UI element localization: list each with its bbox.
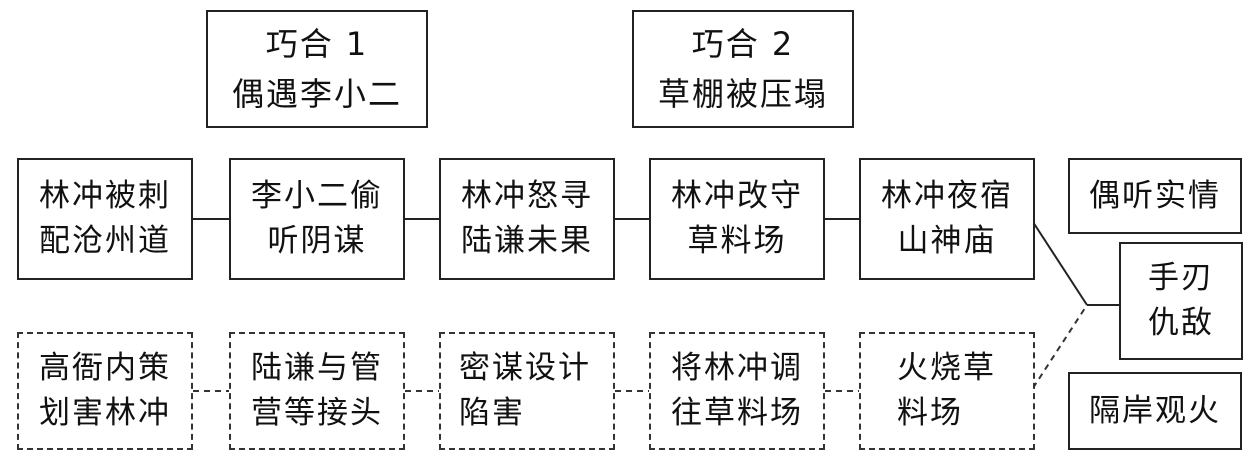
hidden-box-4-text: 将林冲调往草料场 <box>671 346 803 436</box>
box-line: 巧合 1 <box>265 25 369 63</box>
main-box-1-text: 林冲被刺配沧州道 <box>39 174 171 264</box>
main-to-outcome-line <box>1032 221 1088 306</box>
box-line: 料场 <box>897 395 963 431</box>
box-line: 划害林冲 <box>39 395 171 431</box>
hidden-box-5: 火烧草料场 <box>859 332 1035 450</box>
main-box-3-text: 林冲怒寻陆谦未果 <box>461 174 593 264</box>
hidden-box-5-text: 火烧草料场 <box>897 346 996 436</box>
box-line: 陆谦未果 <box>461 223 593 259</box>
outcome-middle-box: 手刃仇敌 <box>1119 242 1243 360</box>
coincidence-box-1: 巧合 1 偶遇李小二 <box>206 10 428 128</box>
hidden-box-1-text: 高衙内策划害林冲 <box>39 346 171 436</box>
outcome-middle-text: 手刃仇敌 <box>1148 256 1214 346</box>
main-box-5: 林冲夜宿山神庙 <box>859 158 1035 280</box>
coincidence-box-2-text: 巧合 2 草棚被压塌 <box>658 19 828 119</box>
main-box-2: 李小二偷听阴谋 <box>229 158 405 280</box>
outcome-top-text: 偶听实情 <box>1089 174 1221 219</box>
outcome-bottom-text: 隔岸观火 <box>1089 389 1221 434</box>
hidden-box-2-text: 陆谦与管营等接头 <box>251 346 383 436</box>
box-line: 草棚被压塌 <box>657 75 828 113</box>
main-box-2-text: 李小二偷听阴谋 <box>251 174 383 264</box>
coincidence-box-2: 巧合 2 草棚被压塌 <box>632 10 854 128</box>
box-line: 山神庙 <box>897 223 997 259</box>
box-line: 李小二偷 <box>251 178 383 214</box>
box-line: 草料场 <box>687 223 787 259</box>
box-line: 火烧草 <box>897 350 996 386</box>
box-line: 林冲怒寻 <box>461 178 593 214</box>
box-line: 巧合 2 <box>691 25 795 63</box>
box-line: 陆谦与管 <box>251 350 383 386</box>
box-line: 营等接头 <box>251 395 383 431</box>
box-line: 听阴谋 <box>267 223 367 259</box>
box-line: 将林冲调 <box>671 350 803 386</box>
box-line: 林冲被刺 <box>39 178 171 214</box>
box-line: 仇敌 <box>1148 305 1214 341</box>
main-box-4: 林冲改守草料场 <box>649 158 825 280</box>
box-line: 偶遇李小二 <box>231 75 402 113</box>
box-line: 陷害 <box>459 395 525 431</box>
main-box-5-text: 林冲夜宿山神庙 <box>881 174 1013 264</box>
box-line: 配沧州道 <box>39 223 171 259</box>
box-line: 往草料场 <box>671 395 803 431</box>
hidden-to-outcome-line <box>1032 304 1088 389</box>
hidden-box-2: 陆谦与管营等接头 <box>229 332 405 450</box>
box-line: 林冲改守 <box>671 178 803 214</box>
outcome-top-box: 偶听实情 <box>1068 158 1242 234</box>
main-box-1: 林冲被刺配沧州道 <box>17 158 193 280</box>
box-line: 隔岸观火 <box>1089 392 1221 429</box>
hidden-box-3: 密谋设计陷害 <box>439 332 615 450</box>
hidden-box-3-text: 密谋设计陷害 <box>459 346 591 436</box>
box-line: 密谋设计 <box>459 350 591 386</box>
box-line: 偶听实情 <box>1089 177 1221 214</box>
outcome-bottom-box: 隔岸观火 <box>1068 372 1242 450</box>
coincidence-box-1-text: 巧合 1 偶遇李小二 <box>232 19 402 119</box>
main-box-3: 林冲怒寻陆谦未果 <box>439 158 615 280</box>
hidden-box-4: 将林冲调往草料场 <box>649 332 825 450</box>
box-line: 林冲夜宿 <box>881 178 1013 214</box>
main-box-4-text: 林冲改守草料场 <box>671 174 803 264</box>
box-line: 高衙内策 <box>39 350 171 386</box>
box-line: 手刃 <box>1148 260 1214 296</box>
hidden-box-1: 高衙内策划害林冲 <box>17 332 193 450</box>
